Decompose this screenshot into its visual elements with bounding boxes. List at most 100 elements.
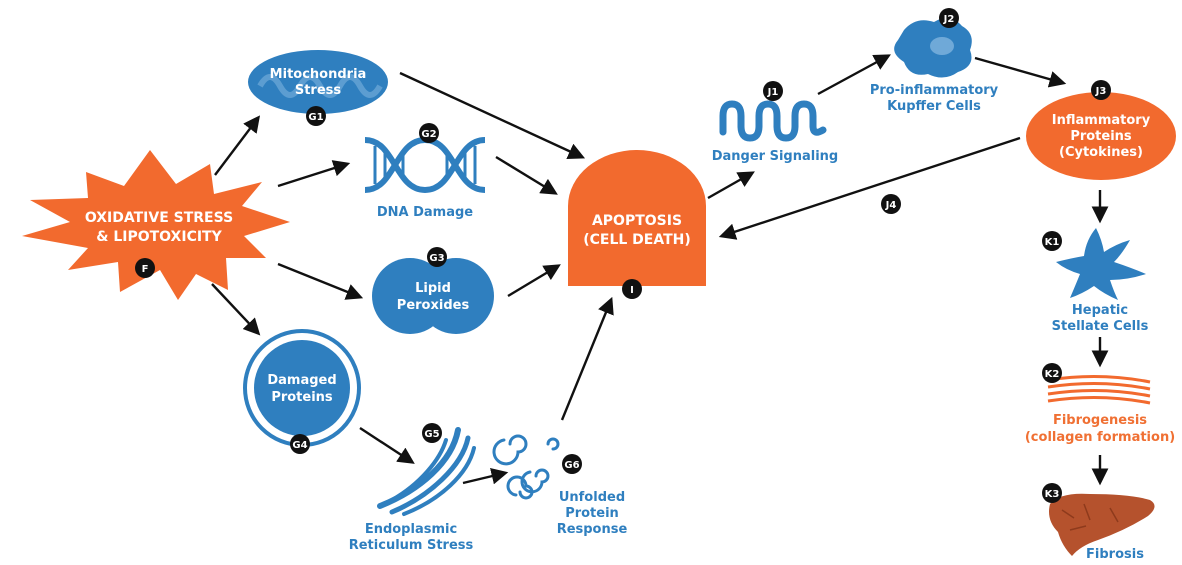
dna-label: DNA Damage [377, 205, 473, 220]
cell-death-icon [568, 150, 706, 286]
apoptosis-label-line2: (CELL DEATH) [583, 232, 691, 248]
protein-circle-icon [243, 329, 361, 447]
badge-k2: K2 [1042, 363, 1062, 383]
badge-f: F [135, 258, 155, 278]
mitochondria-icon [248, 50, 388, 114]
node-inflammatory-proteins: Inflammatory Proteins (Cytokines) J3 [1026, 80, 1176, 180]
node-unfolded-protein-response: Unfolded Protein Response G6 [492, 434, 628, 537]
danger-label: Danger Signaling [712, 149, 839, 164]
badge-j2: J2 [939, 8, 959, 28]
apoptosis-label-line1: APOPTOSIS [592, 213, 682, 229]
cytokine-oval-icon [1026, 92, 1176, 180]
oxidative-label-line2: & LIPOTOXICITY [96, 229, 222, 245]
er-label-line2: Reticulum Stress [349, 538, 474, 553]
arrow-g4-to-g5 [359, 426, 415, 464]
svg-text:G1: G1 [308, 112, 323, 123]
badge-j1: J1 [763, 81, 783, 101]
fibrogenesis-label-line2: (collagen formation) [1025, 430, 1175, 445]
wave-signal-icon [719, 100, 827, 142]
mito-label-line2: Stress [295, 83, 342, 98]
unfolded-protein-icon [492, 434, 560, 500]
svg-text:G4: G4 [292, 440, 307, 451]
lipid-label-line2: Peroxides [397, 298, 470, 313]
mito-label-line1: Mitochondria [270, 67, 367, 82]
node-mitochondria-stress: Mitochondria Stress G1 [248, 50, 388, 126]
lipid-droplet-icon [372, 258, 494, 334]
arrow-f-to-g4 [211, 283, 261, 336]
fibrogenesis-label-line1: Fibrogenesis [1053, 413, 1147, 428]
svg-text:G5: G5 [424, 429, 439, 440]
er-label-line1: Endoplasmic [365, 522, 457, 537]
lipid-label-line1: Lipid [415, 281, 451, 296]
badge-i: I [622, 279, 642, 299]
svg-text:K3: K3 [1045, 489, 1060, 500]
svg-text:J4: J4 [885, 200, 897, 211]
arrow-f-to-g2 [277, 160, 351, 188]
kupffer-cell-icon [894, 17, 972, 78]
node-danger-signaling: Danger Signaling J1 [712, 81, 839, 164]
node-apoptosis: APOPTOSIS (CELL DEATH) I [568, 150, 706, 299]
arrow-g6-to-i [560, 296, 614, 421]
badge-k3: K3 [1042, 483, 1062, 503]
upr-label-line2: Protein [565, 506, 619, 521]
badge-g2: G2 [419, 123, 439, 143]
upr-label-line3: Response [557, 522, 628, 537]
arrows [211, 54, 1109, 486]
badge-j4: J4 [881, 194, 901, 214]
collagen-fibers-icon [1047, 374, 1151, 405]
arrow-j1-to-j2 [817, 54, 891, 96]
badge-j3: J3 [1091, 80, 1111, 100]
svg-text:I: I [630, 285, 634, 296]
er-membrane-icon [377, 427, 476, 516]
liver-icon [1049, 493, 1155, 556]
arrow-g1-to-i [399, 71, 586, 159]
dna-helix-icon [364, 136, 486, 194]
badge-g3: G3 [427, 247, 447, 267]
arrow-f-to-g3 [277, 262, 364, 300]
svg-text:K1: K1 [1045, 237, 1060, 248]
arrow-f-to-g1 [214, 115, 261, 176]
arrow-g3-to-i [507, 264, 561, 298]
node-hepatic-stellate-cells: Hepatic Stellate Cells K1 [1042, 228, 1149, 334]
cytokines-label-line2: Proteins [1070, 129, 1132, 144]
cytokines-label-line1: Inflammatory [1052, 113, 1151, 128]
kupffer-label-line1: Pro-inflammatory [870, 83, 999, 98]
node-kupffer-cells: Pro-inflammatory Kupffer Cells J2 [870, 8, 999, 114]
node-lipid-peroxides: Lipid Peroxides G3 [372, 247, 494, 334]
svg-text:G6: G6 [564, 460, 579, 471]
arrow-g5-to-g6 [462, 467, 509, 485]
svg-text:J3: J3 [1095, 86, 1107, 97]
arrow-j4-to-i [718, 136, 1021, 240]
arrow-j2-to-j3 [974, 56, 1067, 88]
badge-g6: G6 [562, 454, 582, 474]
svg-text:J1: J1 [767, 87, 779, 98]
proteins-label-line2: Proteins [271, 390, 333, 405]
badge-g1: G1 [306, 106, 326, 126]
node-damaged-proteins: Damaged Proteins G4 [243, 329, 361, 454]
svg-text:G3: G3 [429, 253, 444, 264]
node-dna-damage: DNA Damage G2 [364, 123, 486, 220]
stellate-cell-icon [1056, 228, 1146, 300]
upr-label-line1: Unfolded [559, 490, 625, 505]
svg-text:F: F [142, 264, 149, 275]
node-oxidative-stress: OXIDATIVE STRESS & LIPOTOXICITY F [22, 150, 290, 300]
proteins-label-line1: Damaged [267, 373, 336, 388]
node-er-stress: Endoplasmic Reticulum Stress G5 [349, 423, 476, 553]
svg-text:K2: K2 [1045, 369, 1060, 380]
svg-text:J2: J2 [943, 14, 955, 25]
starburst-icon [22, 150, 290, 300]
arrow-i-to-j1 [707, 171, 755, 200]
fibrosis-label: Fibrosis [1086, 547, 1144, 562]
badge-g4: G4 [290, 434, 310, 454]
oxidative-label-line1: OXIDATIVE STRESS [85, 210, 233, 226]
stellate-label-line1: Hepatic [1072, 303, 1128, 318]
node-fibrosis: Fibrosis K3 [1042, 483, 1155, 562]
kupffer-label-line2: Kupffer Cells [887, 99, 981, 114]
badge-k1: K1 [1042, 231, 1062, 251]
cytokines-label-line3: (Cytokines) [1059, 145, 1143, 160]
svg-text:G2: G2 [421, 129, 436, 140]
stellate-label-line2: Stellate Cells [1052, 319, 1149, 334]
node-fibrogenesis: Fibrogenesis (collagen formation) K2 [1025, 363, 1175, 445]
badge-g5: G5 [422, 423, 442, 443]
